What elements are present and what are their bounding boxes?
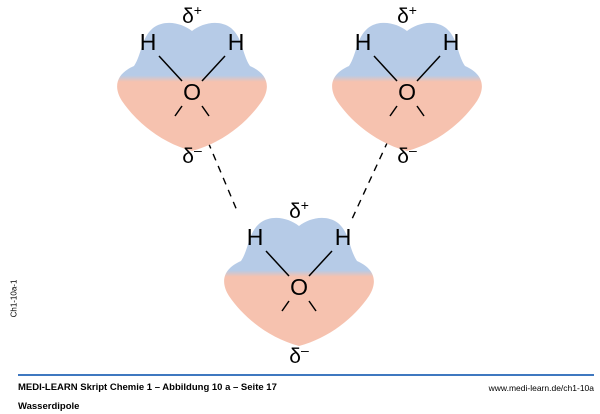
delta-minus-label: δ– bbox=[182, 142, 202, 168]
dipole-region bbox=[332, 22, 482, 151]
delta-minus-label: δ– bbox=[289, 342, 309, 368]
oxygen-label: O bbox=[183, 79, 201, 105]
oxygen-label: O bbox=[398, 79, 416, 105]
figure-caption: MEDI-LEARN Skript Chemie 1 – Abbildung 1… bbox=[18, 382, 277, 393]
lone-pair-left bbox=[281, 300, 290, 312]
water-molecule-top-left: H H O δ+ δ– bbox=[117, 2, 267, 168]
oxygen-label: O bbox=[290, 274, 308, 300]
dipole-region bbox=[224, 217, 374, 346]
delta-plus-label: δ+ bbox=[397, 2, 417, 28]
delta-plus-label: δ+ bbox=[182, 2, 202, 28]
source-url: www.medi-learn.de/ch1-10a bbox=[488, 383, 594, 393]
water-dipole-diagram: H H O δ+ δ– H H O δ+ δ– H H O δ+ δ– bbox=[117, 2, 482, 368]
delta-minus-label: δ– bbox=[397, 142, 417, 168]
o-h-bond-right bbox=[308, 250, 333, 277]
lone-pair-left bbox=[389, 105, 398, 117]
dipole-region bbox=[117, 22, 267, 151]
hydrogen-label-left: H bbox=[247, 224, 264, 250]
figure-code: Ch1-10a-1 bbox=[9, 279, 19, 318]
lone-pair-left bbox=[174, 105, 183, 117]
lone-pair-right bbox=[308, 300, 317, 312]
o-h-bond-left bbox=[158, 55, 183, 82]
hydrogen-label-left: H bbox=[140, 29, 157, 55]
water-molecule-top-right: H H O δ+ δ– bbox=[332, 2, 482, 168]
o-h-bond-right bbox=[201, 55, 226, 82]
figure-subtitle: Wasserdipole bbox=[18, 401, 80, 412]
lone-pair-right bbox=[416, 105, 425, 117]
footer-divider bbox=[18, 374, 594, 376]
o-h-bond-left bbox=[373, 55, 398, 82]
delta-plus-label: δ+ bbox=[289, 197, 309, 223]
o-h-bond-right bbox=[416, 55, 441, 82]
hydrogen-label-right: H bbox=[443, 29, 460, 55]
hydrogen-bond-right bbox=[351, 140, 389, 220]
lone-pair-right bbox=[201, 105, 210, 117]
hydrogen-label-right: H bbox=[228, 29, 245, 55]
o-h-bond-left bbox=[265, 250, 290, 277]
water-molecule-bottom: H H O δ+ δ– bbox=[224, 197, 374, 368]
hydrogen-label-left: H bbox=[355, 29, 372, 55]
hydrogen-label-right: H bbox=[335, 224, 352, 250]
